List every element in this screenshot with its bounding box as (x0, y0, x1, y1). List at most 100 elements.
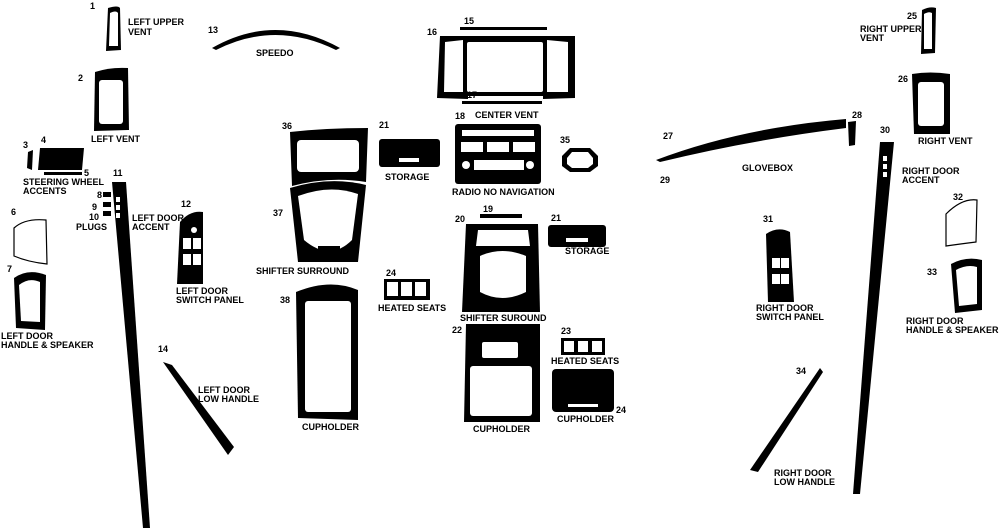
part-number-32: 32 (953, 192, 963, 202)
part-number-31: 31 (763, 214, 773, 224)
part-number-33: 33 (927, 267, 937, 277)
plug-8 (103, 192, 111, 197)
part-number-4: 4 (41, 135, 46, 145)
part-number-24a: 24 (386, 268, 396, 278)
glovebox-end-cap (848, 121, 856, 146)
part-number-12: 12 (181, 199, 191, 209)
heated-seats-2-label: HEATED SEATS (551, 356, 619, 366)
left-door-handle-speaker-label-2: HANDLE & SPEAKER (1, 340, 94, 350)
right-door-low-handle-piece (750, 368, 823, 472)
plug-10 (103, 211, 111, 216)
center-vent-top-strip (460, 27, 547, 30)
part-number-17: 17 (467, 90, 477, 100)
plug-9 (103, 202, 111, 207)
right-door-accent-label-1: RIGHT DOOR (902, 166, 960, 176)
part-number-10: 10 (89, 212, 99, 222)
part-number-22: 22 (452, 325, 462, 335)
plugs-label: PLUGS (76, 222, 107, 232)
part-number-7: 7 (7, 264, 12, 274)
right-door-handle-speaker-label-1: RIGHT DOOR (906, 316, 964, 326)
right-door-switch-panel-label-1: RIGHT DOOR (756, 303, 814, 313)
part-number-3: 3 (23, 140, 28, 150)
left-door-low-handle-piece (163, 362, 234, 455)
part-number-1: 1 (90, 1, 95, 11)
storage-1-piece (379, 139, 440, 167)
part-number-21a: 21 (379, 120, 389, 130)
left-door-low-handle-label-1: LEFT DOOR (198, 385, 250, 395)
left-door-handle-outline (13, 219, 48, 265)
heated-seats-1-label: HEATED SEATS (378, 303, 446, 313)
part-number-35: 35 (560, 135, 570, 145)
center-vent-label: CENTER VENT (475, 110, 539, 120)
part-number-8: 8 (97, 190, 102, 200)
left-vent-label: LEFT VENT (91, 134, 141, 144)
shifter-surround-1-label: SHIFTER SURROUND (256, 266, 350, 276)
part-number-34: 34 (796, 366, 806, 376)
shifter-surround-2-label: SHIFTER SUROUND (460, 313, 547, 323)
left-door-accent-label-2: ACCENT (132, 222, 170, 232)
cupholder-1-label: CUPHOLDER (302, 422, 360, 432)
part-number-2: 2 (78, 73, 83, 83)
part-number-36: 36 (282, 121, 292, 131)
left-door-accent-label-1: LEFT DOOR (132, 213, 184, 223)
part-number-15: 15 (464, 16, 474, 26)
left-door-switch-panel-label-1: LEFT DOOR (176, 286, 228, 296)
part-number-27: 27 (663, 131, 673, 141)
steering-wheel-accent-strip (44, 172, 82, 175)
left-upper-vent-label-1: LEFT UPPER (128, 17, 185, 27)
part-number-38: 38 (280, 295, 290, 305)
radio-no-navigation-label: RADIO NO NAVIGATION (452, 187, 555, 197)
right-door-handle-speaker-label-2: HANDLE & SPEAKER (906, 325, 999, 335)
left-door-low-handle-label-2: LOW HANDLE (198, 394, 259, 404)
right-door-low-handle-label-2: LOW HANDLE (774, 477, 835, 487)
storage-1-label: STORAGE (385, 172, 429, 182)
part-number-11: 11 (113, 168, 123, 178)
right-upper-vent-label-1: RIGHT UPPER (860, 24, 922, 34)
part-number-28: 28 (852, 110, 862, 120)
shifter-top-strip (480, 214, 522, 218)
part-number-20: 20 (455, 214, 465, 224)
cupholder-3-label: CUPHOLDER (557, 414, 615, 424)
glovebox-piece (656, 119, 846, 162)
part-number-6: 6 (11, 207, 16, 217)
left-door-handle-speaker-label-1: LEFT DOOR (1, 331, 53, 341)
steering-wheel-accents-label-1: STEERING WHEEL (23, 177, 105, 187)
cupholder-2-label: CUPHOLDER (473, 424, 531, 434)
left-door-switch-panel-label-2: SWITCH PANEL (176, 295, 244, 305)
right-door-handle-outline (945, 199, 978, 247)
steering-wheel-accent-main (38, 148, 84, 170)
part-number-37: 37 (273, 208, 283, 218)
part-number-24b: 24 (616, 405, 626, 415)
storage-2-piece (548, 225, 606, 247)
part-number-19: 19 (483, 204, 493, 214)
part-number-9: 9 (92, 202, 97, 212)
right-vent-label: RIGHT VENT (918, 136, 973, 146)
part-number-16: 16 (427, 27, 437, 37)
speedo-piece (212, 30, 340, 50)
part-number-25: 25 (907, 11, 917, 21)
right-upper-vent-label-2: VENT (860, 33, 885, 43)
steering-wheel-accent-left (27, 150, 33, 170)
part-number-5: 5 (84, 168, 89, 178)
right-door-low-handle-label-1: RIGHT DOOR (774, 468, 832, 478)
cupholder-3-piece (552, 369, 614, 412)
part-number-14: 14 (158, 344, 168, 354)
left-door-long-accent (112, 182, 150, 528)
center-vent-bottom-strip (462, 101, 542, 104)
left-upper-vent-label-2: VENT (128, 27, 153, 37)
glovebox-label: GLOVEBOX (742, 163, 793, 173)
part-number-21b: 21 (551, 213, 561, 223)
right-door-switch-panel-label-2: SWITCH PANEL (756, 312, 824, 322)
part-number-13: 13 (208, 25, 218, 35)
right-door-accent-label-2: ACCENT (902, 175, 940, 185)
part-number-26: 26 (898, 74, 908, 84)
storage-2-label: STORAGE (565, 246, 609, 256)
part-number-18: 18 (455, 111, 465, 121)
part-number-23: 23 (561, 326, 571, 336)
steering-wheel-accents-label-2: ACCENTS (23, 186, 67, 196)
part-number-29: 29 (660, 175, 670, 185)
speedo-label: SPEEDO (256, 48, 294, 58)
right-door-long-accent (853, 142, 894, 494)
part-number-30: 30 (880, 125, 890, 135)
